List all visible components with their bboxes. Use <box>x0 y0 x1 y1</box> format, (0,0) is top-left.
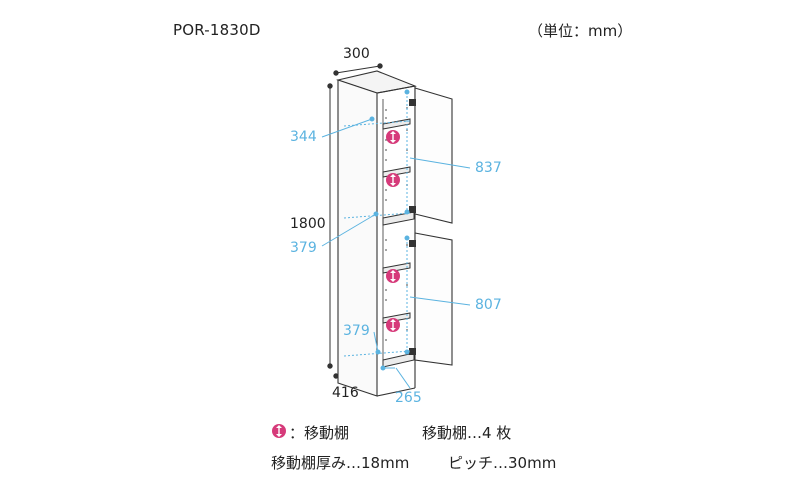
legend-shelf-thickness: 移動棚厚み…18mm <box>271 454 410 472</box>
unit-note: （単位：mm） <box>528 22 633 40</box>
legend-shelf-count: 移動棚…4 枚 <box>422 424 512 442</box>
shelf-move-icon <box>386 173 400 187</box>
lower-door <box>414 232 453 366</box>
model-number: POR-1830D <box>173 21 261 39</box>
shelf-move-icon <box>386 130 400 144</box>
cabinet-body <box>335 70 417 397</box>
depth-label: 416 <box>332 385 359 401</box>
hinges <box>409 99 416 355</box>
movable-shelf-markers <box>386 130 400 332</box>
legend-shelf-icon <box>272 424 286 438</box>
legend-movable-shelf: ：移動棚 <box>289 424 350 442</box>
base-depth-label: 265 <box>395 390 422 406</box>
blue-dimension-lines <box>321 89 471 389</box>
upper-shelf-depth-label: 344 <box>290 129 317 145</box>
height-dimension-line <box>327 83 333 369</box>
width-label: 300 <box>343 46 370 62</box>
shelf-move-icon <box>386 269 400 283</box>
width-dimension-line <box>333 63 383 76</box>
fixed-shelf-depth-label: 379 <box>290 240 317 256</box>
shelves <box>382 118 415 368</box>
legend-pitch: ピッチ…30mm <box>448 454 557 472</box>
lower-interior-height-label: 807 <box>475 297 502 313</box>
upper-interior-height-label: 837 <box>475 160 502 176</box>
height-label: 1800 <box>290 216 326 232</box>
upper-door <box>414 87 453 224</box>
lower-shelf-depth-label: 379 <box>343 323 370 339</box>
shelf-move-icon <box>386 318 400 332</box>
